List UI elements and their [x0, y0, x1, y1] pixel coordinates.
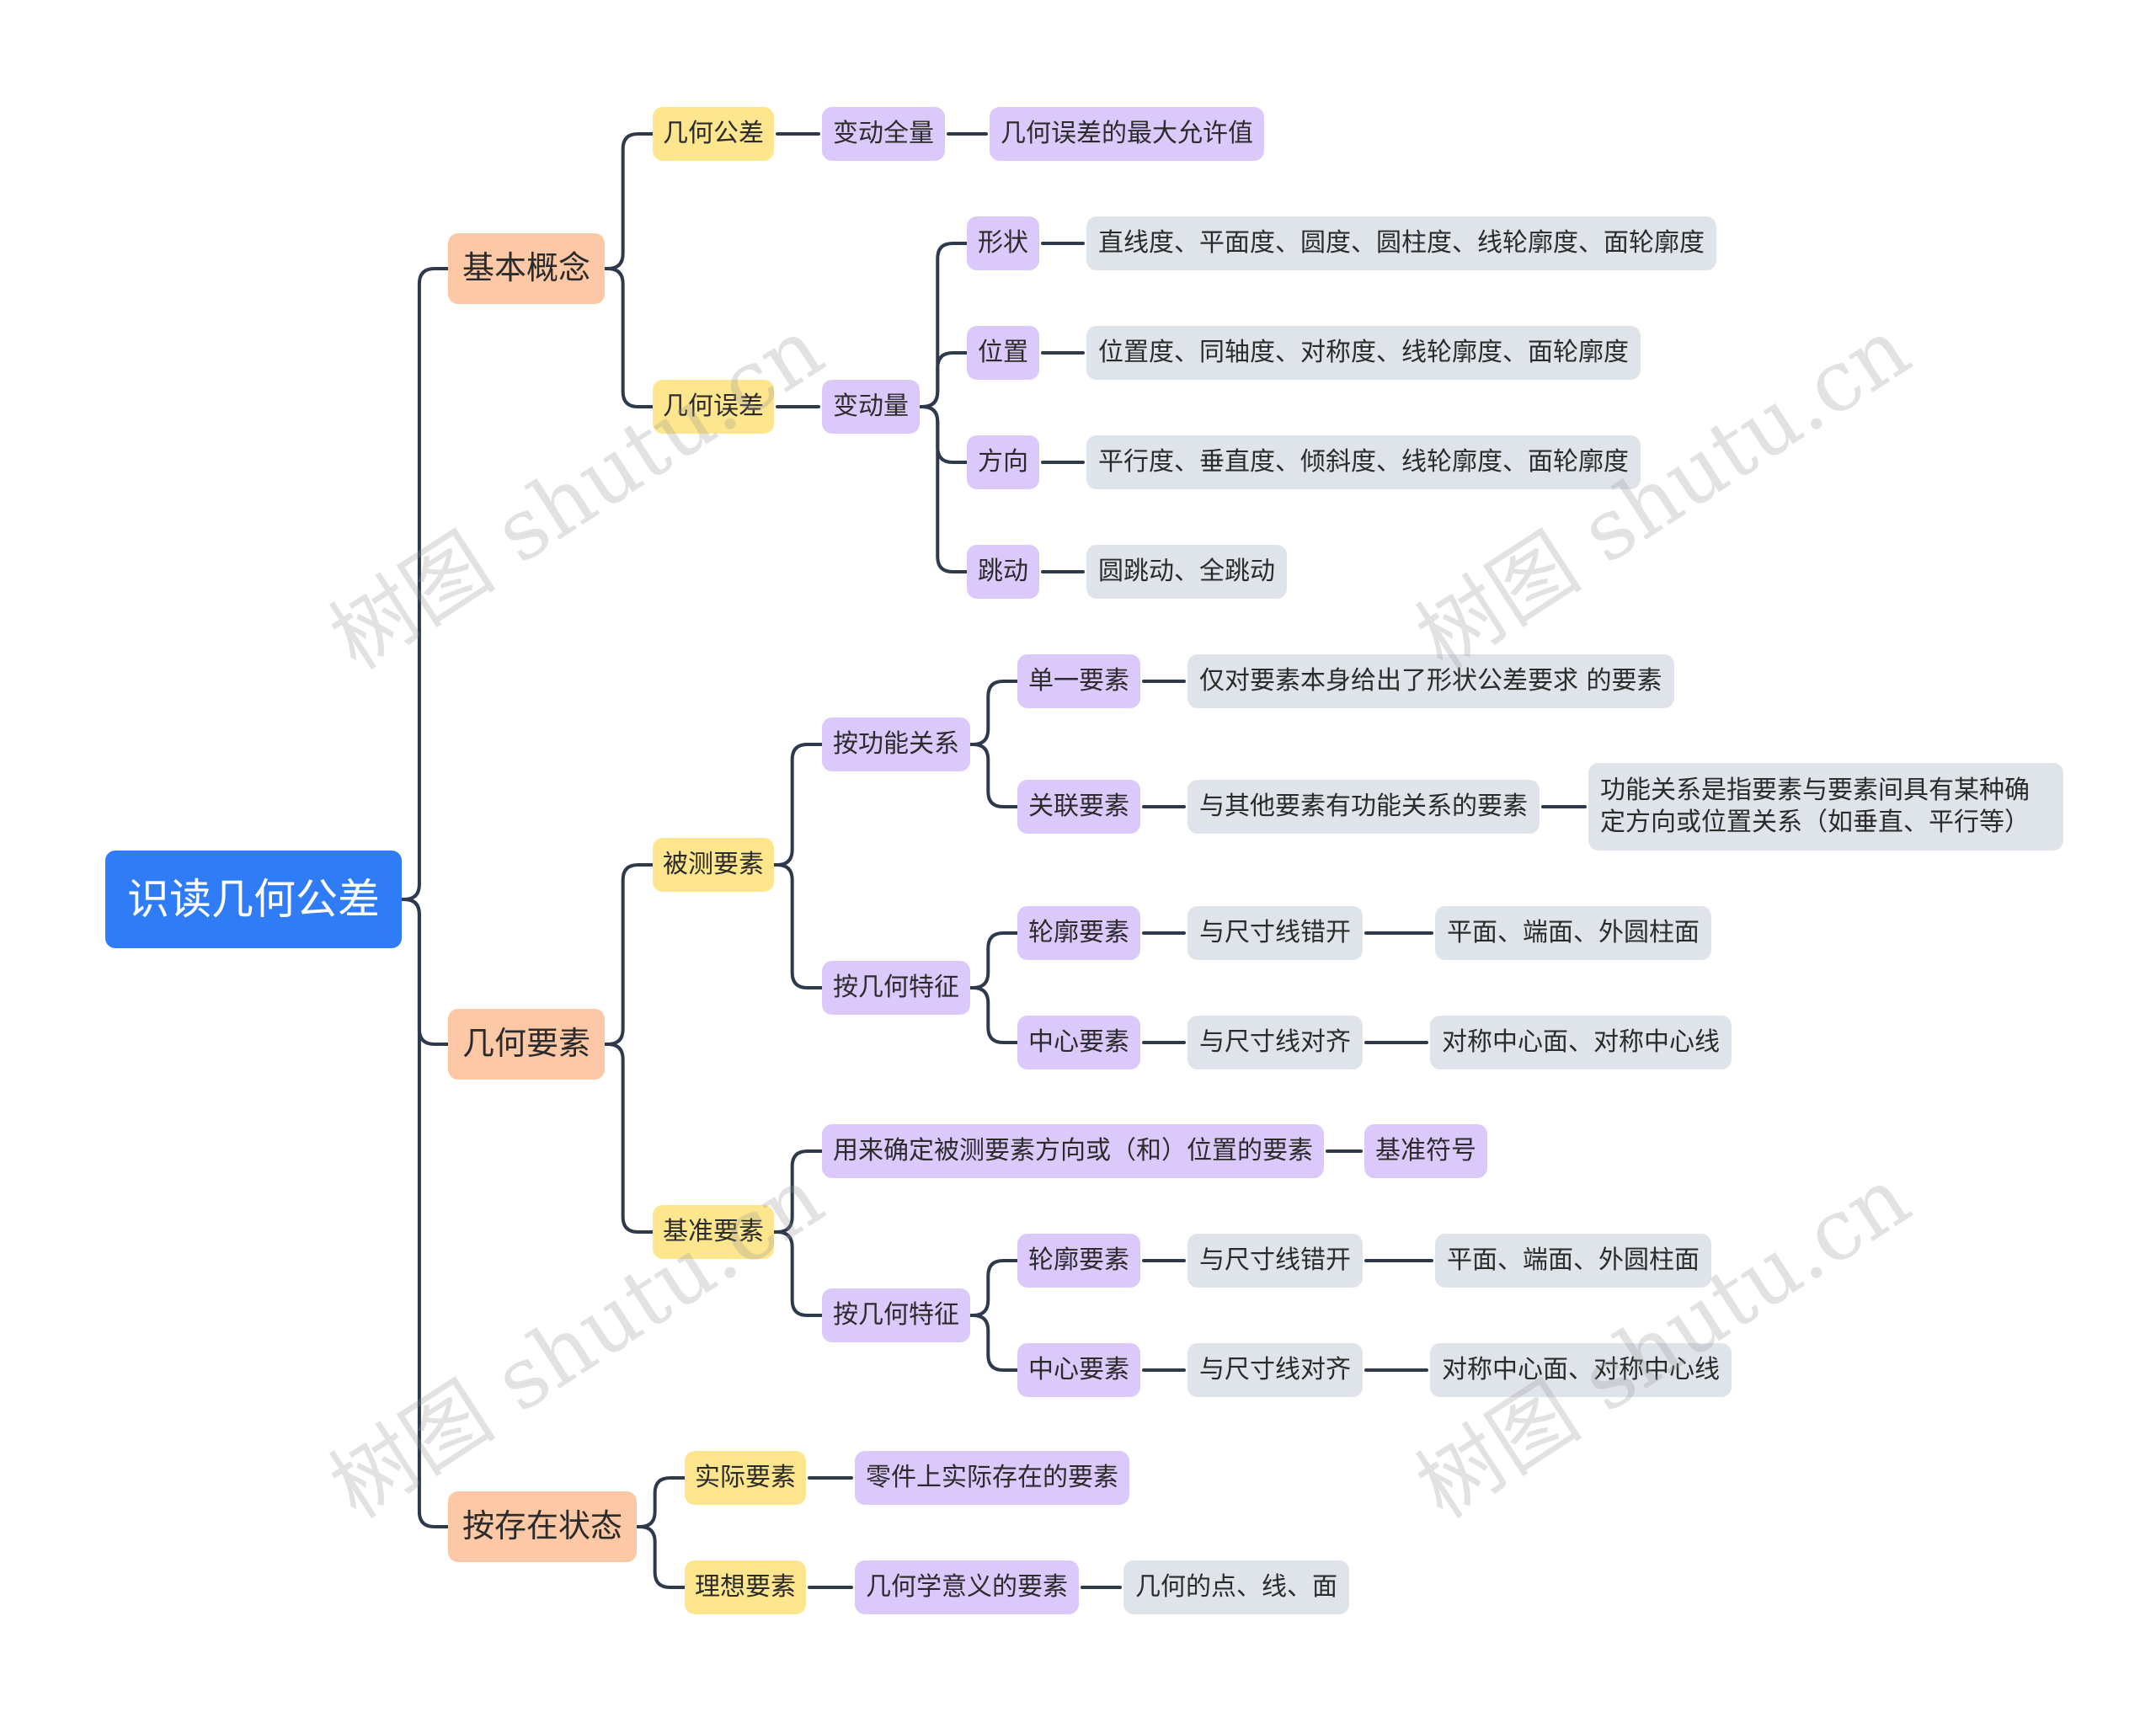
connector-n-root-n-state	[400, 898, 450, 1528]
node-datum-element[interactable]: 基准要素	[653, 1205, 774, 1259]
leaf-datum-contour-offset[interactable]: 与尺寸线错开	[1187, 1234, 1363, 1288]
leaf-center-examples[interactable]: 对称中心面、对称中心线	[1430, 1016, 1732, 1069]
root-topic[interactable]: 识读几何公差	[105, 851, 402, 948]
leaf-location-tolerances[interactable]: 位置度、同轴度、对称度、线轮廓度、面轮廓度	[1086, 326, 1641, 380]
connector-n-err-item-n-k2	[918, 405, 969, 464]
connector-n-state-n-ide	[635, 1525, 686, 1589]
connector-n-state-n-act	[635, 1476, 686, 1528]
topic-existence-state[interactable]: 按存在状态	[448, 1491, 637, 1562]
node-actual-element-desc[interactable]: 零件上实际存在的要素	[855, 1451, 1129, 1505]
leaf-datum-center-examples[interactable]: 对称中心面、对称中心线	[1430, 1343, 1732, 1397]
node-variation[interactable]: 变动量	[822, 380, 920, 434]
connector-n-elem-n-meas	[603, 863, 654, 1046]
connector-n-dat-n-dgeo	[772, 1230, 824, 1317]
connector-n-meas-n-func	[772, 743, 824, 867]
node-by-function[interactable]: 按功能关系	[822, 717, 970, 771]
connector-n-err-item-n-k3	[918, 405, 969, 573]
connector-n-mgeo-n-mc	[969, 931, 1019, 989]
connector-n-err-item-n-k0	[918, 242, 969, 408]
connector-n-basic-n-err	[603, 267, 654, 408]
node-runout[interactable]: 跳动	[967, 545, 1039, 599]
connector-n-mgeo-n-mz	[969, 986, 1019, 1044]
node-max-allowed-error[interactable]: 几何误差的最大允许值	[990, 107, 1264, 161]
leaf-contour-offset[interactable]: 与尺寸线错开	[1187, 906, 1363, 960]
node-orientation[interactable]: 方向	[967, 435, 1039, 489]
connector-n-basic-n-tol	[603, 132, 654, 270]
connector-n-elem-n-dat	[603, 1043, 654, 1234]
leaf-center-aligned[interactable]: 与尺寸线对齐	[1187, 1016, 1363, 1069]
node-measured-element[interactable]: 被测要素	[653, 838, 774, 892]
leaf-functional-relation-note[interactable]: 功能关系是指要素与要素间具有某种确定方向或位置关系（如垂直、平行等）	[1588, 763, 2063, 851]
node-form[interactable]: 形状	[967, 216, 1039, 270]
node-actual-element[interactable]: 实际要素	[685, 1451, 806, 1505]
topic-basic-concepts[interactable]: 基本概念	[448, 233, 605, 304]
leaf-single-element-desc[interactable]: 仅对要素本身给出了形状公差要求 的要素	[1187, 654, 1674, 708]
connector-n-dgeo-n-dz	[969, 1314, 1019, 1372]
connector-n-dat-n-dpur	[772, 1149, 824, 1234]
node-geometric-tolerance[interactable]: 几何公差	[653, 107, 774, 161]
leaf-contour-examples[interactable]: 平面、端面、外圆柱面	[1435, 906, 1711, 960]
leaf-runout-tolerances[interactable]: 圆跳动、全跳动	[1086, 545, 1287, 599]
leaf-ideal-examples[interactable]: 几何的点、线、面	[1123, 1560, 1349, 1614]
node-datum-contour-element[interactable]: 轮廓要素	[1017, 1234, 1140, 1288]
leaf-orientation-tolerances[interactable]: 平行度、垂直度、倾斜度、线轮廓度、面轮廓度	[1086, 435, 1641, 489]
node-related-element[interactable]: 关联要素	[1017, 780, 1140, 834]
connector-n-dgeo-n-dc	[969, 1259, 1019, 1317]
connector-n-func-n-single	[969, 680, 1019, 746]
leaf-datum-contour-examples[interactable]: 平面、端面、外圆柱面	[1435, 1234, 1711, 1288]
connector-n-func-n-rel	[969, 743, 1019, 808]
node-datum-center-element[interactable]: 中心要素	[1017, 1343, 1140, 1397]
node-single-element[interactable]: 单一要素	[1017, 654, 1140, 708]
node-datum-purpose[interactable]: 用来确定被测要素方向或（和）位置的要素	[822, 1124, 1324, 1178]
connector-n-err-item-n-k1	[918, 351, 969, 408]
node-location[interactable]: 位置	[967, 326, 1039, 380]
node-geometric-error[interactable]: 几何误差	[653, 380, 774, 434]
node-datum-symbol[interactable]: 基准符号	[1364, 1124, 1487, 1178]
node-by-geometry-measured[interactable]: 按几何特征	[822, 961, 970, 1015]
leaf-related-element-desc[interactable]: 与其他要素有功能关系的要素	[1187, 780, 1540, 834]
connector-n-root-n-basic	[400, 267, 450, 901]
node-contour-element[interactable]: 轮廓要素	[1017, 906, 1140, 960]
connector-n-root-n-elem	[400, 898, 450, 1046]
node-center-element[interactable]: 中心要素	[1017, 1016, 1140, 1069]
topic-geometric-elements[interactable]: 几何要素	[448, 1009, 605, 1080]
leaf-form-tolerances[interactable]: 直线度、平面度、圆度、圆柱度、线轮廓度、面轮廓度	[1086, 216, 1716, 270]
node-ideal-element-desc[interactable]: 几何学意义的要素	[855, 1560, 1079, 1614]
leaf-datum-center-aligned[interactable]: 与尺寸线对齐	[1187, 1343, 1363, 1397]
connector-n-meas-n-mgeo	[772, 863, 824, 989]
node-total-variation[interactable]: 变动全量	[822, 107, 945, 161]
node-ideal-element[interactable]: 理想要素	[685, 1560, 806, 1614]
node-by-geometry-datum[interactable]: 按几何特征	[822, 1288, 970, 1342]
